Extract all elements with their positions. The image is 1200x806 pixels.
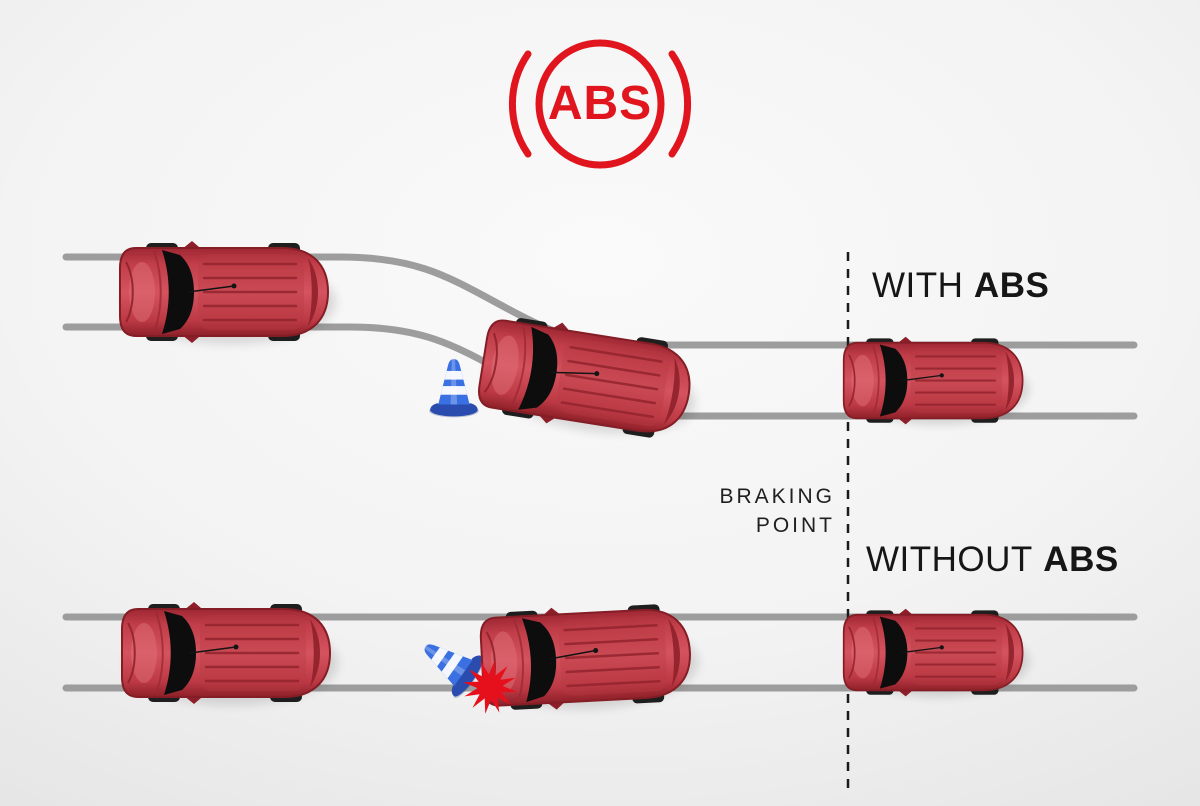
braking-point-line1: BRAKING — [719, 485, 835, 508]
without-abs-car-crashing — [479, 600, 700, 714]
abs-warning-icon — [508, 39, 692, 169]
without-abs-label: WITHOUT ABS — [866, 540, 1119, 580]
without-abs-label-prefix: WITHOUT — [866, 540, 1033, 579]
abs-logo-text: ABS — [547, 77, 653, 130]
with-abs-car-swerving — [475, 311, 704, 447]
without-abs-label-bold: ABS — [1043, 540, 1119, 579]
without-abs-car-after — [122, 602, 338, 705]
with-abs-label-bold: ABS — [973, 266, 1050, 305]
traffic-cone-icon — [429, 358, 479, 417]
with-abs-car-braking — [844, 337, 1030, 426]
braking-point-line2: POINT — [755, 514, 835, 537]
braking-point-label: BRAKING POINT — [560, 482, 832, 540]
without-abs-car-braking — [844, 609, 1030, 698]
with-abs-car-after — [120, 241, 336, 344]
with-abs-label-prefix: WITH — [872, 266, 964, 305]
